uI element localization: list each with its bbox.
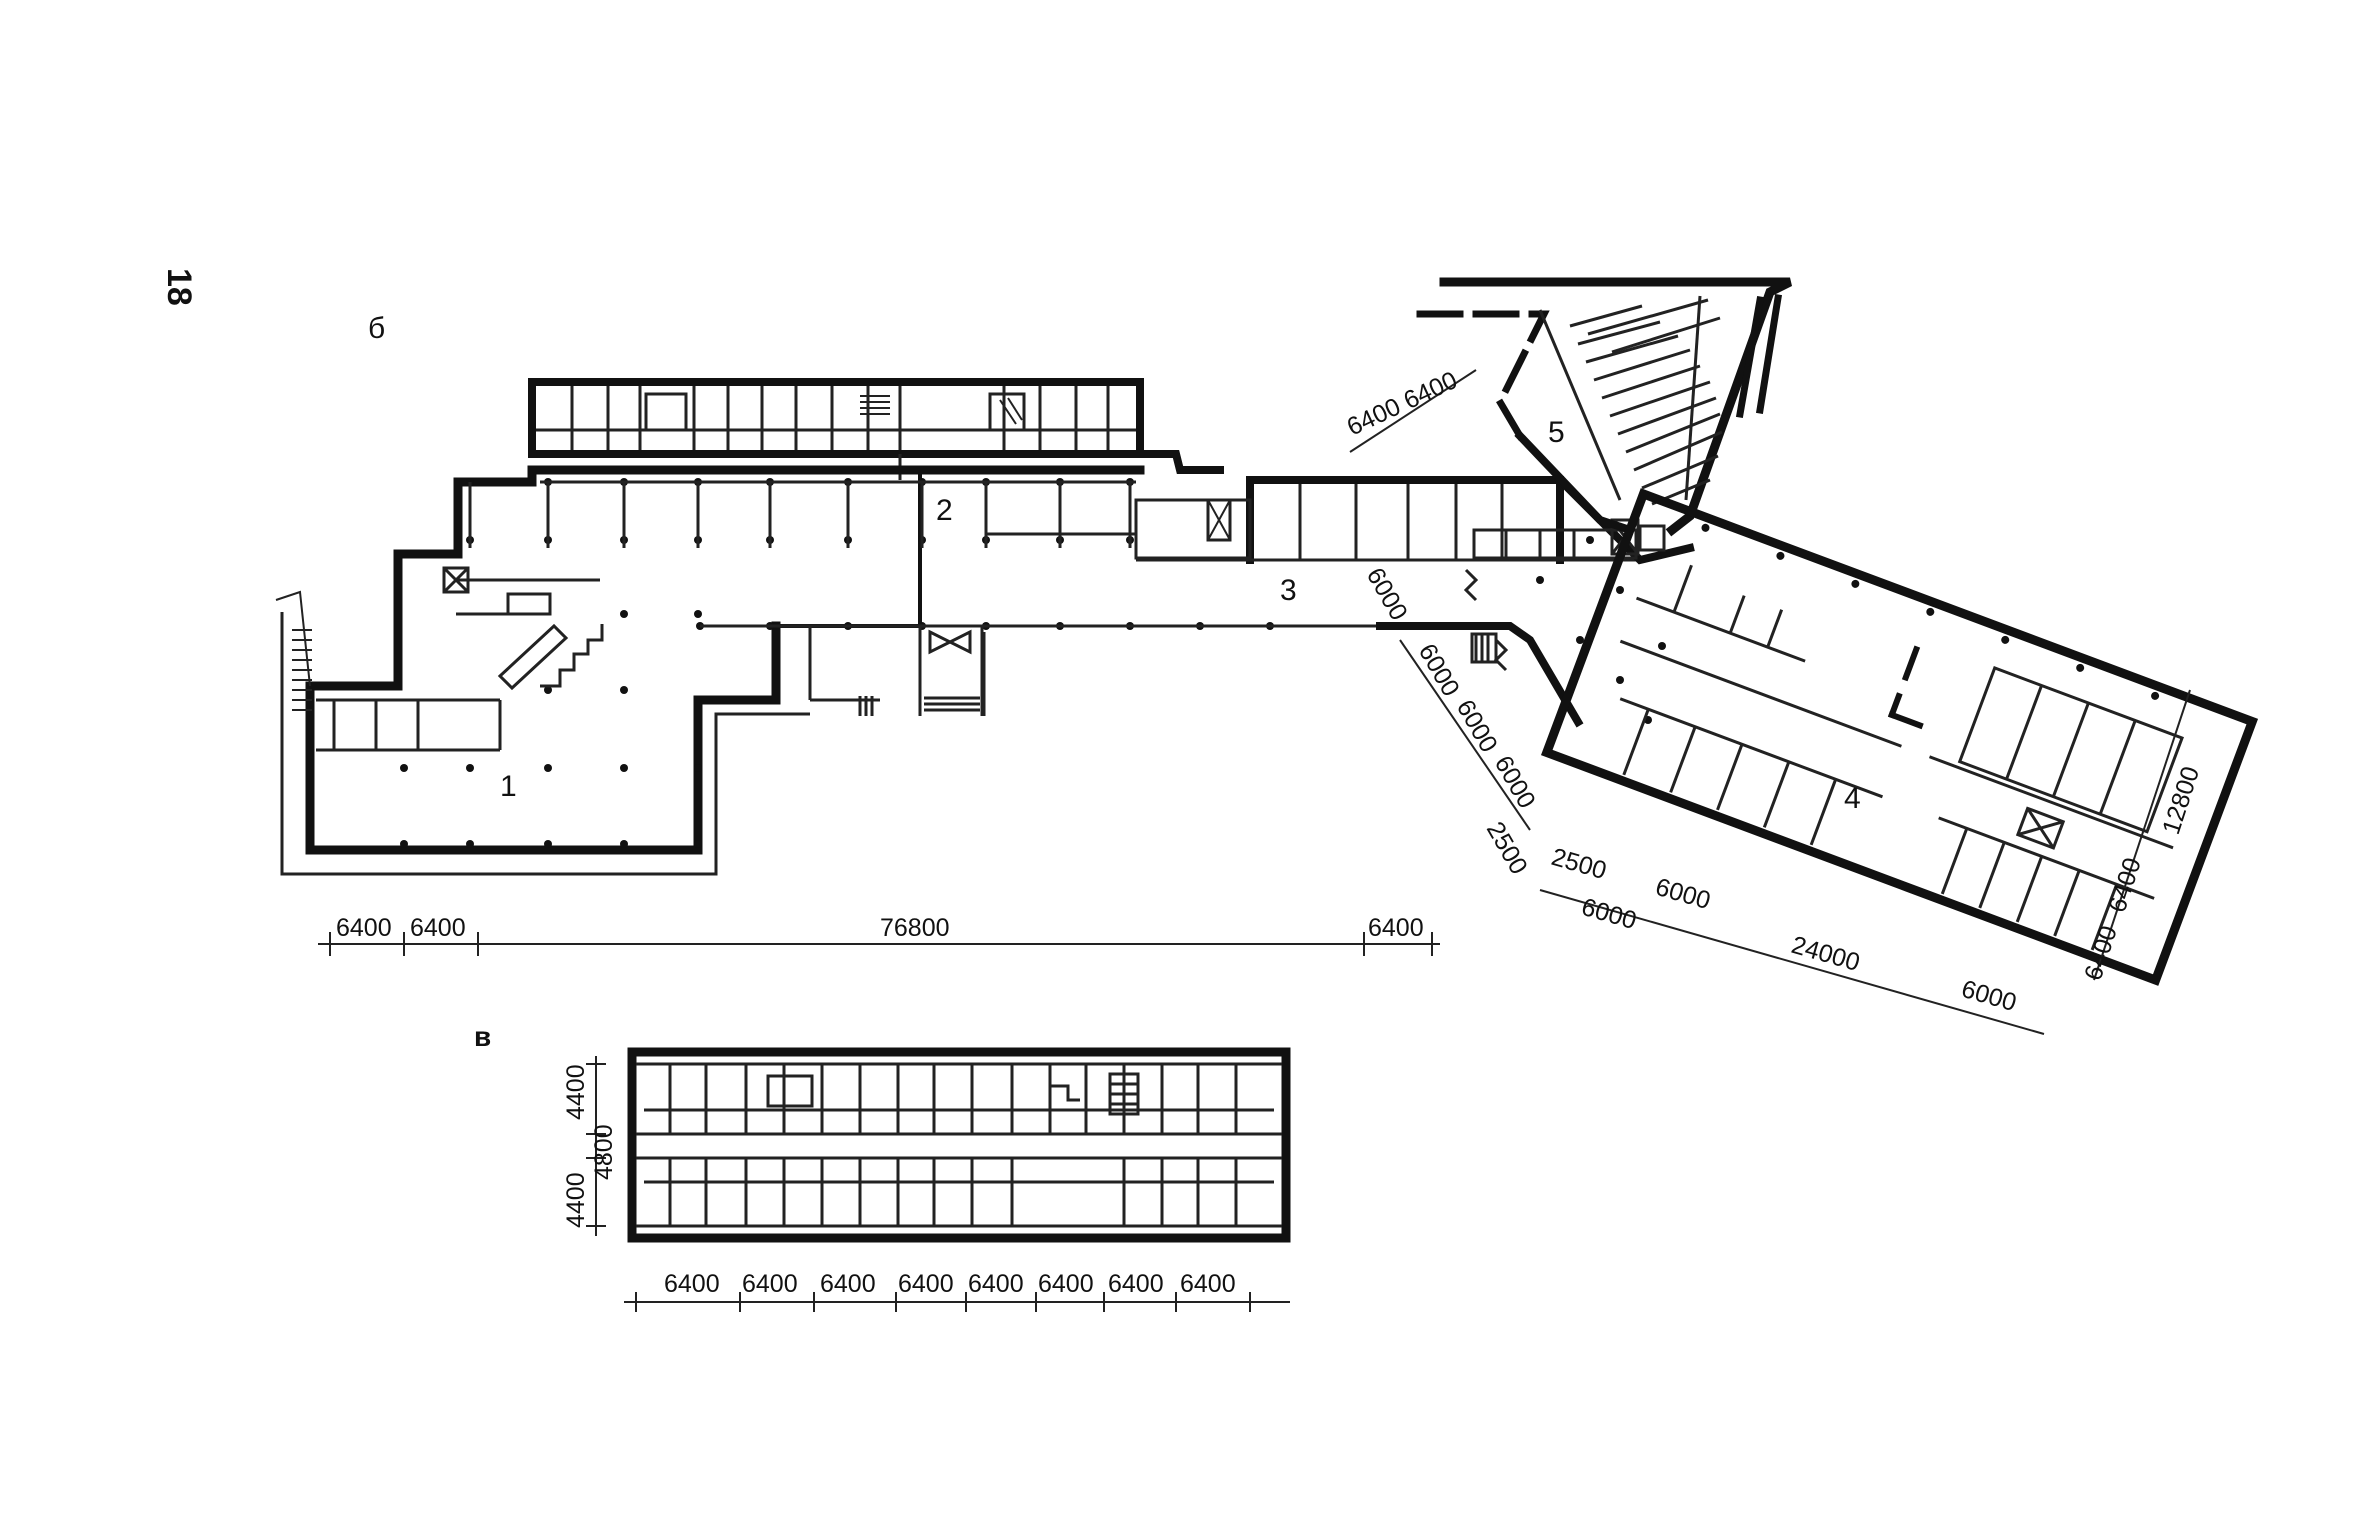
left-outside-stair xyxy=(275,590,312,711)
dim-b-bottom-2: 6400 xyxy=(410,914,466,942)
room-4-label: 4 xyxy=(1844,782,1861,815)
dim-v-bottom-3: 6400 xyxy=(820,1270,876,1298)
plan-b: 1 2 3 4 5 6400 6400 76800 6400 6400 6400… xyxy=(275,277,2259,1035)
dim-wing-upper-1: 2500 xyxy=(1548,843,1609,885)
dim-wing-lower-1: 6000 xyxy=(1578,893,1639,935)
room-3-label: 3 xyxy=(1280,574,1297,607)
dim-v-bottom-6: 6400 xyxy=(1038,1270,1094,1298)
dim-wing-upper-2: 6000 xyxy=(1652,873,1713,915)
hall-ramp xyxy=(442,566,604,691)
dim-wing-lower-3: 6000 xyxy=(1958,975,2019,1017)
dim-diagonal-link: 6000 6000 6000 6000 2500 xyxy=(1361,563,1541,879)
dim-v-left-3: 4400 xyxy=(562,1172,590,1228)
dim-wing-side-1: 12800 xyxy=(2157,763,2205,838)
dim-b-bottom-1: 6400 xyxy=(336,914,392,942)
wing-4 xyxy=(1540,488,2259,986)
column-grid xyxy=(400,478,1274,848)
dim-link-end: 2500 xyxy=(1481,817,1533,879)
dim-b-bottom-4: 6400 xyxy=(1368,914,1424,942)
dim-line-v-bottom: 6400 6400 6400 6400 6400 6400 6400 6400 xyxy=(624,1270,1290,1312)
entrance-vestibule xyxy=(810,629,986,716)
figure-b-label: б xyxy=(368,312,385,345)
dim-v-left-2: 4800 xyxy=(590,1124,618,1180)
room-2-label: 2 xyxy=(936,494,953,527)
dim-auditorium-label: 6400 6400 xyxy=(1343,366,1462,441)
dim-v-bottom-7: 6400 xyxy=(1108,1270,1164,1298)
dim-v-bottom-2: 6400 xyxy=(742,1270,798,1298)
dim-wing-front: 2500 6000 6000 24000 6000 xyxy=(1539,843,2045,1035)
dim-link-1: 6000 xyxy=(1361,563,1413,625)
dim-v-bottom-5: 6400 xyxy=(968,1270,1024,1298)
plan-v: 4400 4800 4400 6400 6400 6400 6400 6400 … xyxy=(562,1047,1291,1312)
dim-v-left-1: 4400 xyxy=(562,1064,590,1120)
dim-wing-lower-2: 24000 xyxy=(1788,931,1863,977)
auditorium-5 xyxy=(1416,277,1793,537)
plan-v-stairs xyxy=(766,1072,1140,1116)
dim-v-bottom-8: 6400 xyxy=(1180,1270,1236,1298)
north-block xyxy=(528,378,1224,480)
dim-angled-auditorium: 6400 6400 xyxy=(1343,366,1477,453)
dim-line-b-bottom: 6400 6400 76800 6400 xyxy=(318,914,1440,956)
dim-wing-side-2: 6400 xyxy=(2103,854,2147,916)
page-number: 18 xyxy=(160,268,198,306)
dim-wing-side: 12800 6400 6400 xyxy=(2079,689,2205,984)
room-5-label: 5 xyxy=(1548,416,1565,449)
dim-v-bottom-4: 6400 xyxy=(898,1270,954,1298)
dim-line-v-left: 4400 4800 4400 xyxy=(562,1056,618,1236)
dim-b-bottom-3: 76800 xyxy=(880,914,950,942)
room-1-label: 1 xyxy=(500,770,517,803)
dim-wing-side-3: 6400 xyxy=(2079,922,2123,984)
dim-v-bottom-1: 6400 xyxy=(664,1270,720,1298)
figure-v-label: в xyxy=(474,1021,491,1052)
